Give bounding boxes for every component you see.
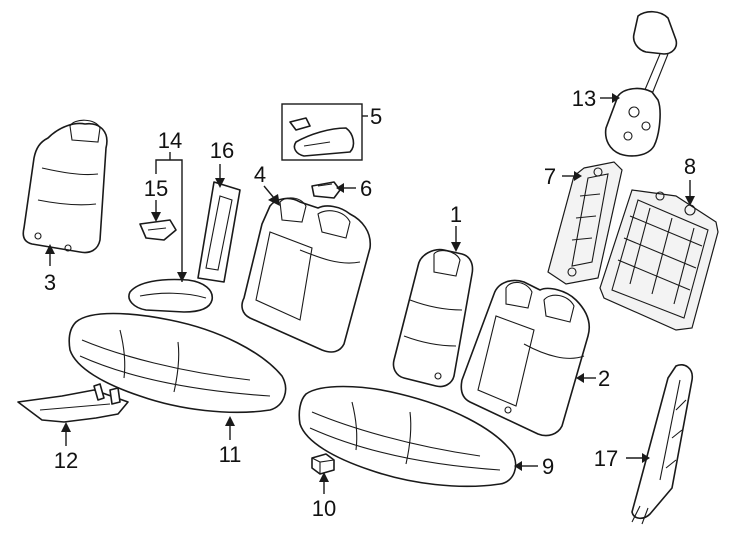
part-7-seatback-frame-left [547,161,623,285]
part-1-right-seatback [392,248,474,388]
callout-4: 4 [254,162,266,187]
callout-1: 1 [450,202,462,227]
callout-9: 9 [542,454,554,479]
callout-3: 3 [44,270,56,295]
part-5-bracket-assembly [281,103,363,161]
part-4-center-seatback-cover [241,197,372,353]
part-11-left-seat-cushion [68,312,287,414]
part-10-block-clip [311,453,335,475]
part-3-left-seatback-cover [22,119,108,254]
part-2-right-seatback-cover [460,279,591,437]
callout-13: 13 [572,86,596,111]
callout-2: 2 [598,366,610,391]
callout-16: 16 [210,138,234,163]
part-15-clip [139,219,177,241]
part-16-side-panel [197,181,241,283]
part-14-armrest [128,278,213,313]
part-12-bracket-plate [17,383,129,423]
part-9-right-seat-cushion [298,385,517,488]
part-13-recliner-bracket [604,10,678,157]
callout-17: 17 [594,446,618,471]
callout-12: 12 [54,448,78,473]
part-8-seatback-frame-right [599,189,719,331]
part-6-small-bracket [311,181,341,199]
callout-7: 7 [544,164,556,189]
callout-15: 15 [144,176,168,201]
part-17-side-trim [631,364,694,525]
callout-6: 6 [360,176,372,201]
callout-11: 11 [219,442,242,467]
leader-lines [45,93,695,494]
callout-5: 5 [370,104,382,129]
callout-8: 8 [684,154,696,179]
callout-10: 10 [312,496,336,521]
callout-labels: 1 2 3 4 5 6 7 8 9 10 11 12 13 14 15 16 1… [44,86,696,521]
callout-14: 14 [158,128,182,153]
